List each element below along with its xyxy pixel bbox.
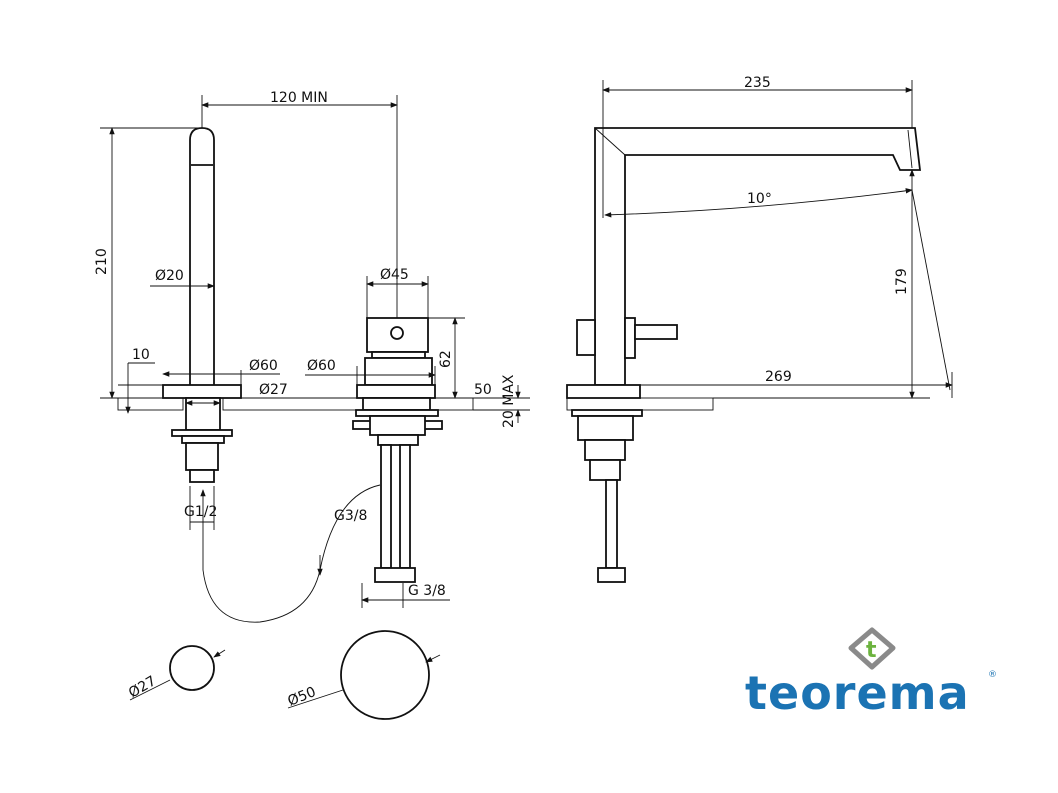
- dim-base-left: Ø60: [249, 358, 278, 374]
- dim-offset: 10: [132, 347, 150, 363]
- valve-front-view: [352, 317, 443, 583]
- dimension-lines: [100, 80, 953, 623]
- dim-hole-small: Ø27: [126, 673, 159, 701]
- dim-valve-diameter: Ø45: [380, 267, 409, 283]
- dim-spacing: 120 MIN: [270, 90, 328, 106]
- dim-spout-diameter: Ø20: [155, 268, 184, 284]
- dim-valve-height: 62: [438, 350, 454, 368]
- dim-valve-connection: G 3/8: [408, 583, 446, 599]
- dim-outlet-height: 179: [894, 268, 910, 295]
- dim-hole: Ø27: [259, 382, 288, 398]
- mounting-holes: [129, 630, 441, 720]
- dim-hose-connection: G3/8: [334, 508, 367, 524]
- dim-projection: 269: [765, 369, 792, 385]
- dim-reach: 235: [744, 75, 771, 91]
- logo-mark-frame: [848, 627, 896, 670]
- dim-angle: 10°: [747, 191, 772, 207]
- spout-front-view: [162, 127, 242, 483]
- dim-spout-height: 210: [94, 248, 110, 275]
- dim-base-center: Ø60: [307, 358, 336, 374]
- dim-deck-min: 20 MAX: [501, 374, 517, 428]
- registered-mark: ®: [988, 670, 997, 680]
- dim-spout-connection: G1/2: [184, 504, 217, 520]
- hole-small-leader: [129, 679, 171, 701]
- faucet-side-view: [566, 127, 922, 583]
- logo-mark: t: [866, 638, 877, 663]
- logo-word: teorema: [745, 666, 970, 720]
- teorema-logo: t teorema ®: [745, 627, 997, 720]
- dim-deck-max: 50: [474, 382, 492, 398]
- dim-hole-large: Ø50: [286, 684, 319, 710]
